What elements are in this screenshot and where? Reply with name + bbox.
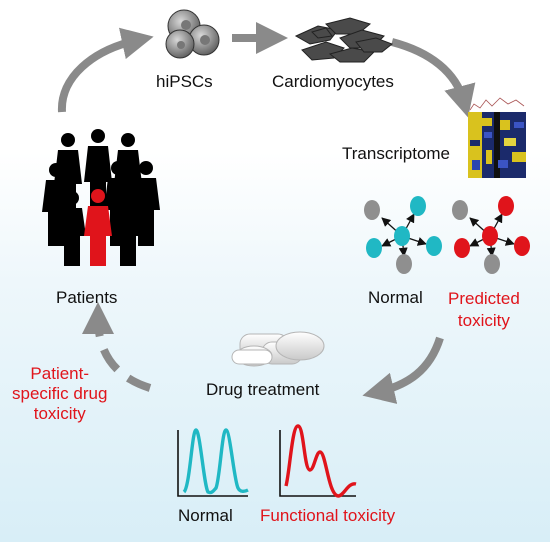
patients-silhouettes-icon: [42, 129, 160, 266]
hipsc-cells-icon: [165, 9, 220, 59]
arrow-patients-to-hipscs: [57, 27, 154, 113]
toxicity-trace-chart: [279, 424, 357, 498]
transcriptome-heatmap-icon: [468, 97, 526, 178]
normal-trace-chart: [177, 428, 249, 497]
toxicity-network-icon: [452, 196, 530, 274]
toxicity-trace-line: [284, 424, 357, 498]
drug-treatment-label: Drug treatment: [206, 380, 320, 399]
normal-network-icon: [364, 196, 442, 274]
highlighted-patient-icon: [84, 189, 112, 266]
patients-label: Patients: [56, 288, 118, 307]
arrow-network-to-drug: [362, 336, 444, 404]
transcriptome-label: Transcriptome: [342, 144, 451, 163]
cycle-arrows: [57, 22, 476, 404]
cardiomyocytes-label: Cardiomyocytes: [272, 72, 394, 91]
arrow-cardiomyocytes-to-transcriptome: [390, 38, 476, 118]
hipscs-label: hiPSCs: [156, 72, 213, 91]
normal-trace-label: Normal: [178, 506, 233, 525]
normal-network-label: Normal: [368, 288, 423, 307]
arrow-trace-to-patients-dashed: [82, 302, 152, 392]
predicted-toxicity-label: Predicted toxicity: [448, 289, 520, 330]
cardiomyocytes-icon: [294, 17, 393, 63]
patient-specific-toxicity-label: Patient- specific drug toxicity: [12, 364, 108, 423]
functional-toxicity-label: Functional toxicity: [260, 506, 396, 525]
drug-pills-icon: [231, 331, 325, 367]
normal-trace-line: [182, 428, 249, 495]
